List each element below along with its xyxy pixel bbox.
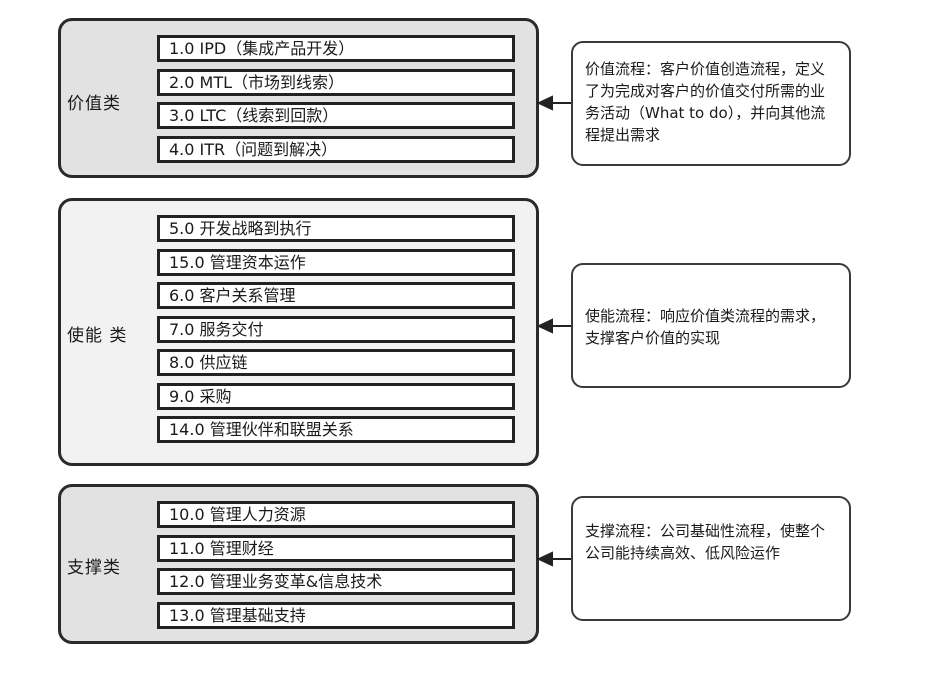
enabling-process-list: 5.0 开发战略到执行 15.0 管理资本运作 6.0 客户关系管理 7.0 服… xyxy=(157,215,515,450)
process-item-procurement: 9.0 采购 xyxy=(157,382,515,410)
enabling-description-box: 使能流程：响应价值类流程的需求，支撑客户价值的实现 xyxy=(571,263,851,388)
process-item-mtl: 2.0 MTL（市场到线索） xyxy=(157,68,515,96)
support-group-title: 支撑类 xyxy=(67,558,121,578)
value-process-group: 价值类 1.0 IPD（集成产品开发） 2.0 MTL（市场到线索） 3.0 L… xyxy=(58,18,539,178)
process-item-service: 7.0 服务交付 xyxy=(157,315,515,343)
enabling-process-group: 使能 类 5.0 开发战略到执行 15.0 管理资本运作 6.0 客户关系管理 … xyxy=(58,198,539,466)
process-item-ltc: 3.0 LTC（线索到回款） xyxy=(157,102,515,129)
value-group-title: 价值类 xyxy=(67,94,121,114)
process-item-bt-it: 12.0 管理业务变革&信息技术 xyxy=(157,568,515,595)
process-item-crm: 6.0 客户关系管理 xyxy=(157,282,515,309)
process-item-strategy: 5.0 开发战略到执行 xyxy=(157,215,515,242)
process-item-ipd: 1.0 IPD（集成产品开发） xyxy=(157,35,515,62)
process-item-capital: 15.0 管理资本运作 xyxy=(157,248,515,276)
process-item-supply-chain: 8.0 供应链 xyxy=(157,349,515,376)
support-process-group: 支撑类 10.0 管理人力资源 11.0 管理财经 12.0 管理业务变革&信息… xyxy=(58,484,539,644)
process-item-partners: 14.0 管理伙伴和联盟关系 xyxy=(157,416,515,443)
enabling-group-title: 使能 类 xyxy=(67,326,128,346)
process-item-hr: 10.0 管理人力资源 xyxy=(157,501,515,528)
arrow-support xyxy=(536,551,571,567)
support-description-box: 支撑流程：公司基础性流程，使整个公司能持续高效、低风险运作 xyxy=(571,496,851,621)
support-process-list: 10.0 管理人力资源 11.0 管理财经 12.0 管理业务变革&信息技术 1… xyxy=(157,501,515,635)
arrow-enabling xyxy=(536,318,571,334)
value-description-box: 价值流程：客户价值创造流程，定义了为完成对客户的价值交付所需的业务活动（What… xyxy=(571,41,851,166)
value-process-list: 1.0 IPD（集成产品开发） 2.0 MTL（市场到线索） 3.0 LTC（线… xyxy=(157,35,515,169)
arrow-value xyxy=(536,95,571,111)
process-item-infrastructure: 13.0 管理基础支持 xyxy=(157,601,515,629)
process-item-itr: 4.0 ITR（问题到解决） xyxy=(157,135,515,163)
process-item-finance: 11.0 管理财经 xyxy=(157,534,515,562)
